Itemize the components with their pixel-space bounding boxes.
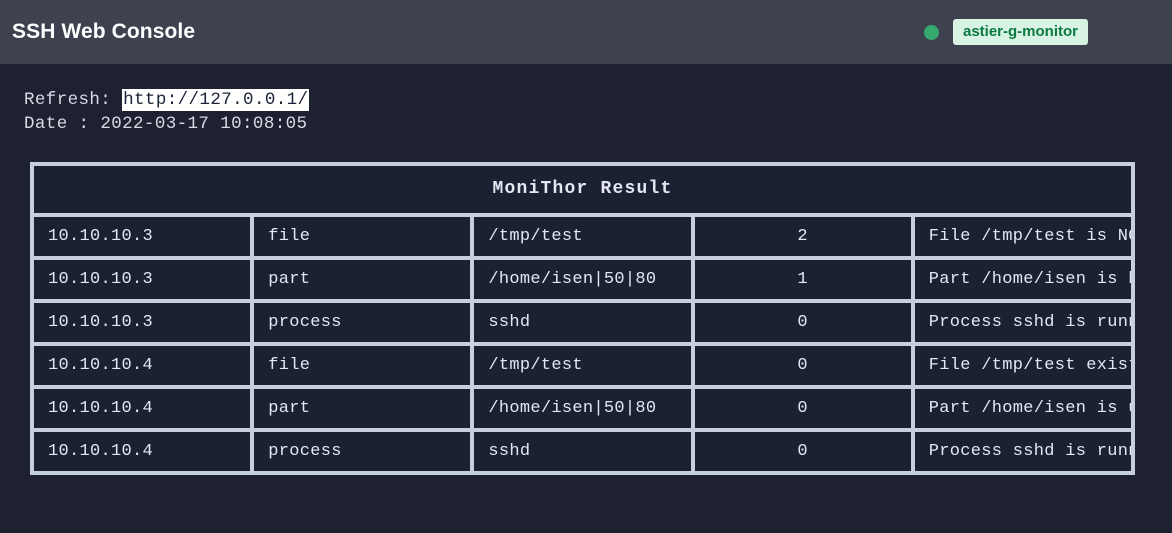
meta-info-block: Refresh: http://127.0.0.1/ Date : 2022-0… — [0, 64, 1172, 136]
cell-check-type: part — [252, 258, 473, 301]
cell-host: 10.10.10.4 — [32, 430, 253, 473]
refresh-label: Refresh: — [24, 90, 123, 110]
cell-status-code: 1 — [692, 258, 913, 301]
cell-message: Part /home/isen is between 50% and 80% :… — [912, 258, 1133, 301]
cell-target: /home/isen|50|80 — [472, 258, 693, 301]
cell-check-type: process — [252, 301, 473, 344]
refresh-row: Refresh: http://127.0.0.1/ — [24, 88, 1172, 112]
cell-check-type: process — [252, 430, 473, 473]
table-title: MoniThor Result — [32, 164, 1133, 215]
cell-message: Process sshd is running — [912, 430, 1133, 473]
cell-status-code: 2 — [692, 215, 913, 258]
cell-check-type: file — [252, 215, 473, 258]
cell-host: 10.10.10.3 — [32, 215, 253, 258]
cell-status-code: 0 — [692, 387, 913, 430]
cell-check-type: file — [252, 344, 473, 387]
date-label: Date : — [24, 114, 101, 134]
cell-target: /tmp/test — [472, 344, 693, 387]
cell-message: Process sshd is running — [912, 301, 1133, 344]
cell-status-code: 0 — [692, 301, 913, 344]
cell-target: /tmp/test — [472, 215, 693, 258]
date-row: Date : 2022-03-17 10:08:05 — [24, 112, 1172, 136]
cell-message: File /tmp/test exist — [912, 344, 1133, 387]
cell-status-code: 0 — [692, 430, 913, 473]
refresh-url-link[interactable]: http://127.0.0.1/ — [122, 89, 310, 111]
cell-host: 10.10.10.4 — [32, 387, 253, 430]
page-title: SSH Web Console — [12, 20, 196, 43]
cell-host: 10.10.10.4 — [32, 344, 253, 387]
date-value: 2022-03-17 10:08:05 — [100, 114, 308, 134]
cell-check-type: part — [252, 387, 473, 430]
table-title-row: MoniThor Result — [32, 164, 1133, 215]
cell-host: 10.10.10.3 — [32, 301, 253, 344]
cell-target: /home/isen|50|80 — [472, 387, 693, 430]
cell-target: sshd — [472, 430, 693, 473]
cell-target: sshd — [472, 301, 693, 344]
cell-status-code: 0 — [692, 344, 913, 387]
cell-host: 10.10.10.3 — [32, 258, 253, 301]
status-badge-hostname[interactable]: astier-g-monitor — [952, 19, 1088, 45]
cell-message: Part /home/isen is under 50% : 1 — [912, 387, 1133, 430]
status-indicator-dot — [923, 24, 939, 40]
header-status-group: astier-g-monitor — [923, 19, 1156, 45]
app-header: SSH Web Console astier-g-monitor — [0, 0, 1172, 64]
cell-message: File /tmp/test is NOT present — [912, 215, 1133, 258]
